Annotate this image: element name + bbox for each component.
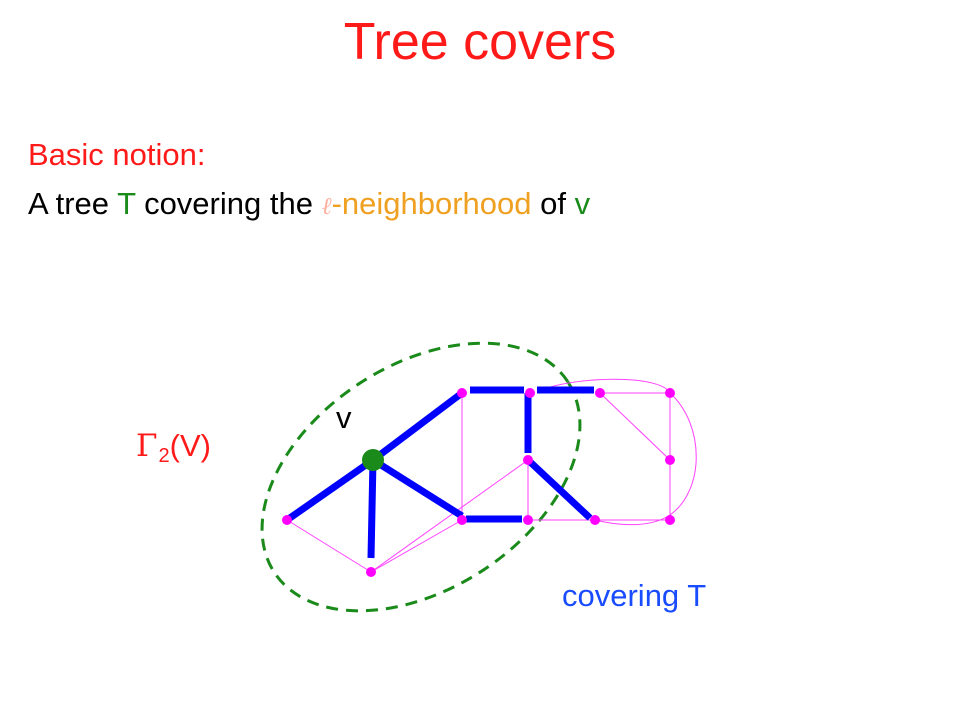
gamma-subscript: 2 bbox=[158, 445, 170, 467]
graph-edge bbox=[594, 392, 697, 526]
graph-node bbox=[595, 388, 605, 398]
graph-node bbox=[525, 388, 535, 398]
basic-notion-label: Basic notion: bbox=[28, 137, 206, 172]
definition-sentence: A tree T covering the ℓ-neighborhood of … bbox=[28, 184, 590, 226]
tree-letter: T bbox=[117, 186, 136, 221]
graph-edges bbox=[286, 378, 697, 573]
slide-title: Tree covers bbox=[343, 13, 617, 71]
neighborhood-term: -neighborhood bbox=[331, 186, 532, 221]
graph-edge bbox=[370, 519, 463, 573]
graph-edge bbox=[286, 519, 372, 573]
graph-node bbox=[282, 515, 292, 525]
tree-edges bbox=[284, 386, 594, 559]
graph-node bbox=[523, 515, 533, 525]
covering-tree-label: covering T bbox=[562, 578, 707, 613]
graph-node bbox=[665, 388, 675, 398]
graph-edge bbox=[537, 378, 671, 394]
graph-node bbox=[366, 567, 376, 577]
tree-edge bbox=[525, 457, 593, 521]
graph-node bbox=[457, 388, 467, 398]
gamma-neighborhood-label: Γ2(V) bbox=[136, 428, 211, 468]
tree-edge bbox=[370, 390, 465, 463]
graph-nodes bbox=[282, 388, 675, 577]
neighborhood-ball-boundary bbox=[260, 341, 582, 613]
vertex-v-label: v bbox=[336, 400, 352, 435]
sentence-part-2: covering the bbox=[135, 186, 322, 221]
graph-edge bbox=[370, 459, 529, 573]
gamma-symbol: Γ bbox=[136, 428, 158, 464]
graph-node bbox=[665, 455, 675, 465]
gamma-argument: (V) bbox=[169, 428, 211, 463]
sentence-part-3: of bbox=[531, 186, 575, 221]
graph-node bbox=[590, 515, 600, 525]
tree-edge bbox=[371, 457, 464, 519]
graph-node bbox=[457, 515, 467, 525]
ell-symbol: ℓ bbox=[321, 192, 332, 220]
graph-edge bbox=[599, 392, 671, 461]
tree-edge bbox=[284, 457, 376, 523]
graph-node bbox=[665, 515, 675, 525]
center-vertex-v bbox=[362, 449, 384, 471]
sentence-part-1: A tree bbox=[28, 186, 118, 221]
tree-edge bbox=[367, 459, 377, 559]
vertex-letter: v bbox=[574, 186, 591, 221]
graph-node bbox=[523, 455, 533, 465]
